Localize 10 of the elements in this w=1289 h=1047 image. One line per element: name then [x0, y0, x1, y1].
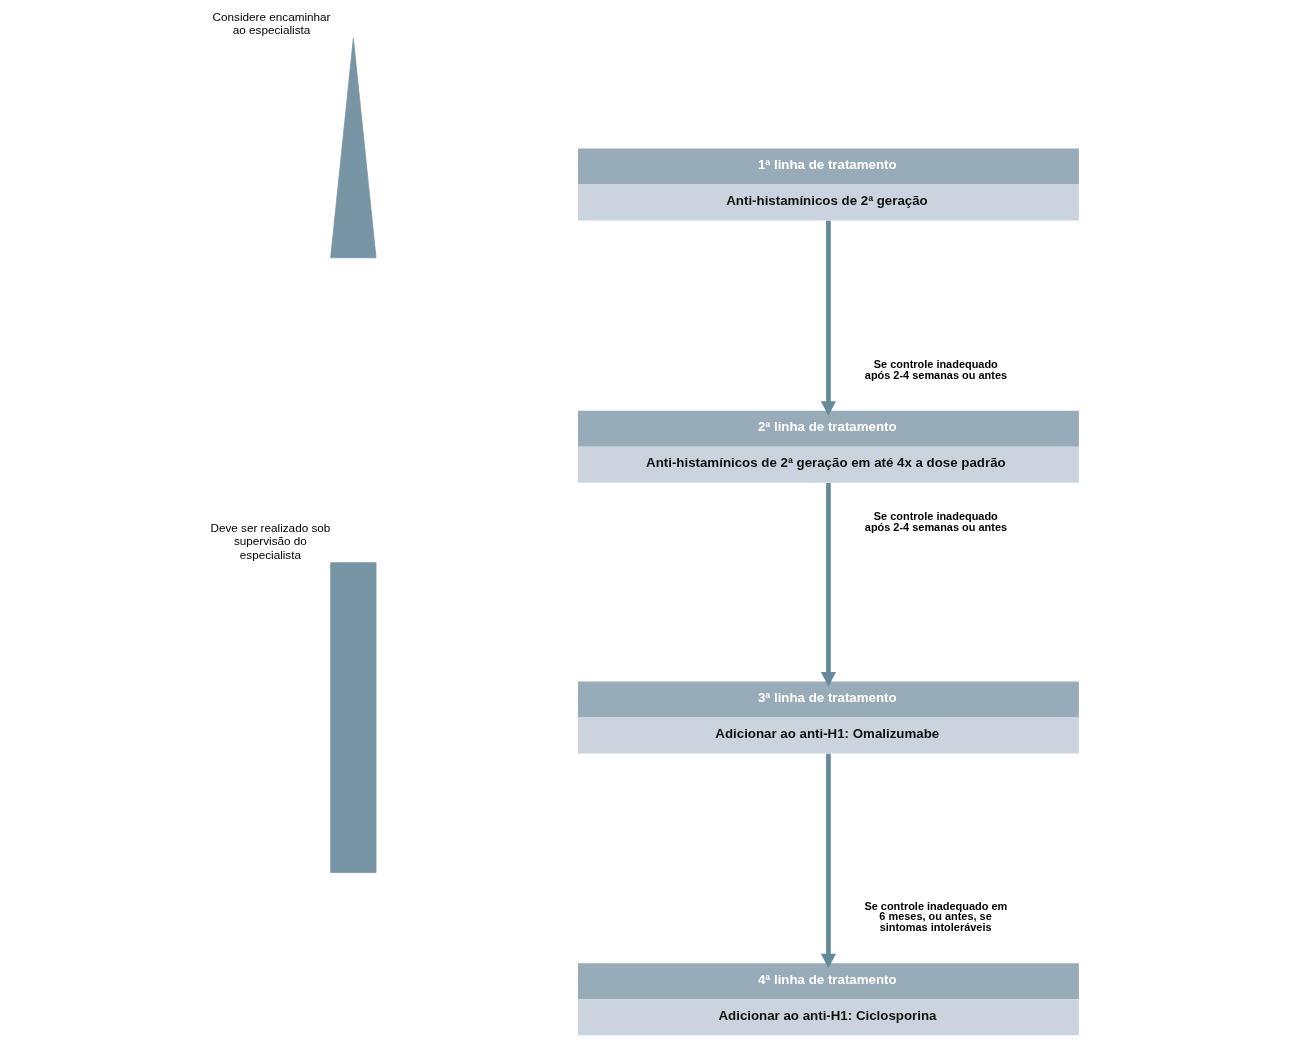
- edge-label: Se controle inadequado em 6 meses, ou antes, se sintomas intoleráveis: [864, 899, 1008, 934]
- arrow: [820, 483, 836, 687]
- arrow: [820, 753, 836, 969]
- arrow: [820, 220, 836, 416]
- node-bar: [330, 562, 377, 873]
- node-triangle: [330, 37, 377, 259]
- edge-label: Se controle inadequado após 2-4 semanas ou antes: [864, 509, 1008, 533]
- node-label: Deve ser realizado sob supervisão do especialista: [210, 521, 331, 561]
- node-label: Considere encaminhar ao especialista: [212, 10, 331, 37]
- edge-label: Se controle inadequado após 2-4 semanas ou antes: [864, 357, 1008, 381]
